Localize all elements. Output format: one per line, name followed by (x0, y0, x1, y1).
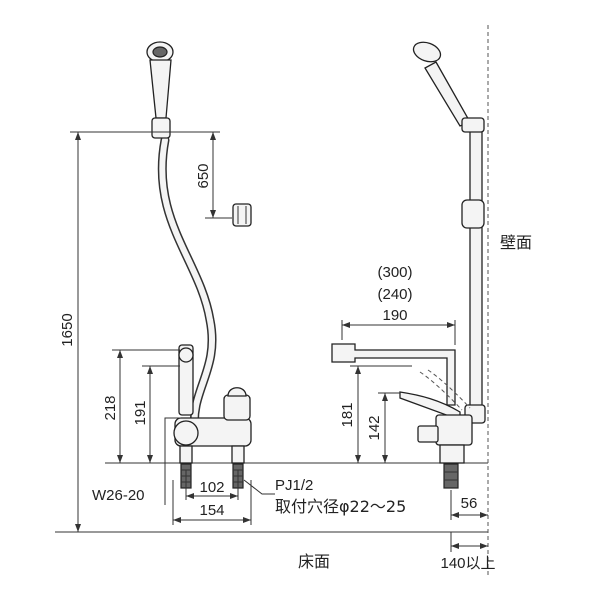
faucet-body-front (173, 344, 252, 489)
pipe-thread-label: PJ1/2 (275, 477, 313, 494)
dim-300: (300) (377, 264, 412, 281)
side-view (331, 41, 486, 489)
spout (331, 343, 456, 406)
dim-240: (240) (377, 286, 412, 303)
dimension-texts: 1650 650 218 191 W26-20 102 154 PJ1/2 取付… (59, 163, 532, 572)
hook-holder (232, 203, 252, 227)
dim-650: 650 (195, 163, 212, 188)
slide-bar (469, 119, 483, 421)
front-view (146, 41, 252, 489)
slide-holder (461, 199, 485, 229)
wall-label: 壁面 (500, 233, 532, 252)
shower-head-front (146, 41, 174, 139)
dim-181: 181 (339, 402, 356, 427)
shower-head-side (412, 41, 471, 127)
dim-140-min: 140以上 (440, 555, 495, 572)
dim-154: 154 (199, 502, 224, 519)
mount-hole-label: 取付穴径φ22～25 (275, 497, 406, 516)
dim-218: 218 (102, 395, 119, 420)
dimension-lines (70, 131, 488, 552)
dim-191: 191 (132, 400, 149, 425)
dim-1650: 1650 (59, 313, 76, 346)
dim-190: 190 (382, 307, 407, 324)
handle-open-position (419, 371, 463, 411)
dim-142: 142 (366, 415, 383, 440)
thread-w-label: W26-20 (92, 487, 145, 504)
floor-label: 床面 (298, 552, 330, 571)
dim-102: 102 (199, 479, 224, 496)
reference-lines (55, 25, 489, 575)
dim-56: 56 (461, 495, 478, 512)
